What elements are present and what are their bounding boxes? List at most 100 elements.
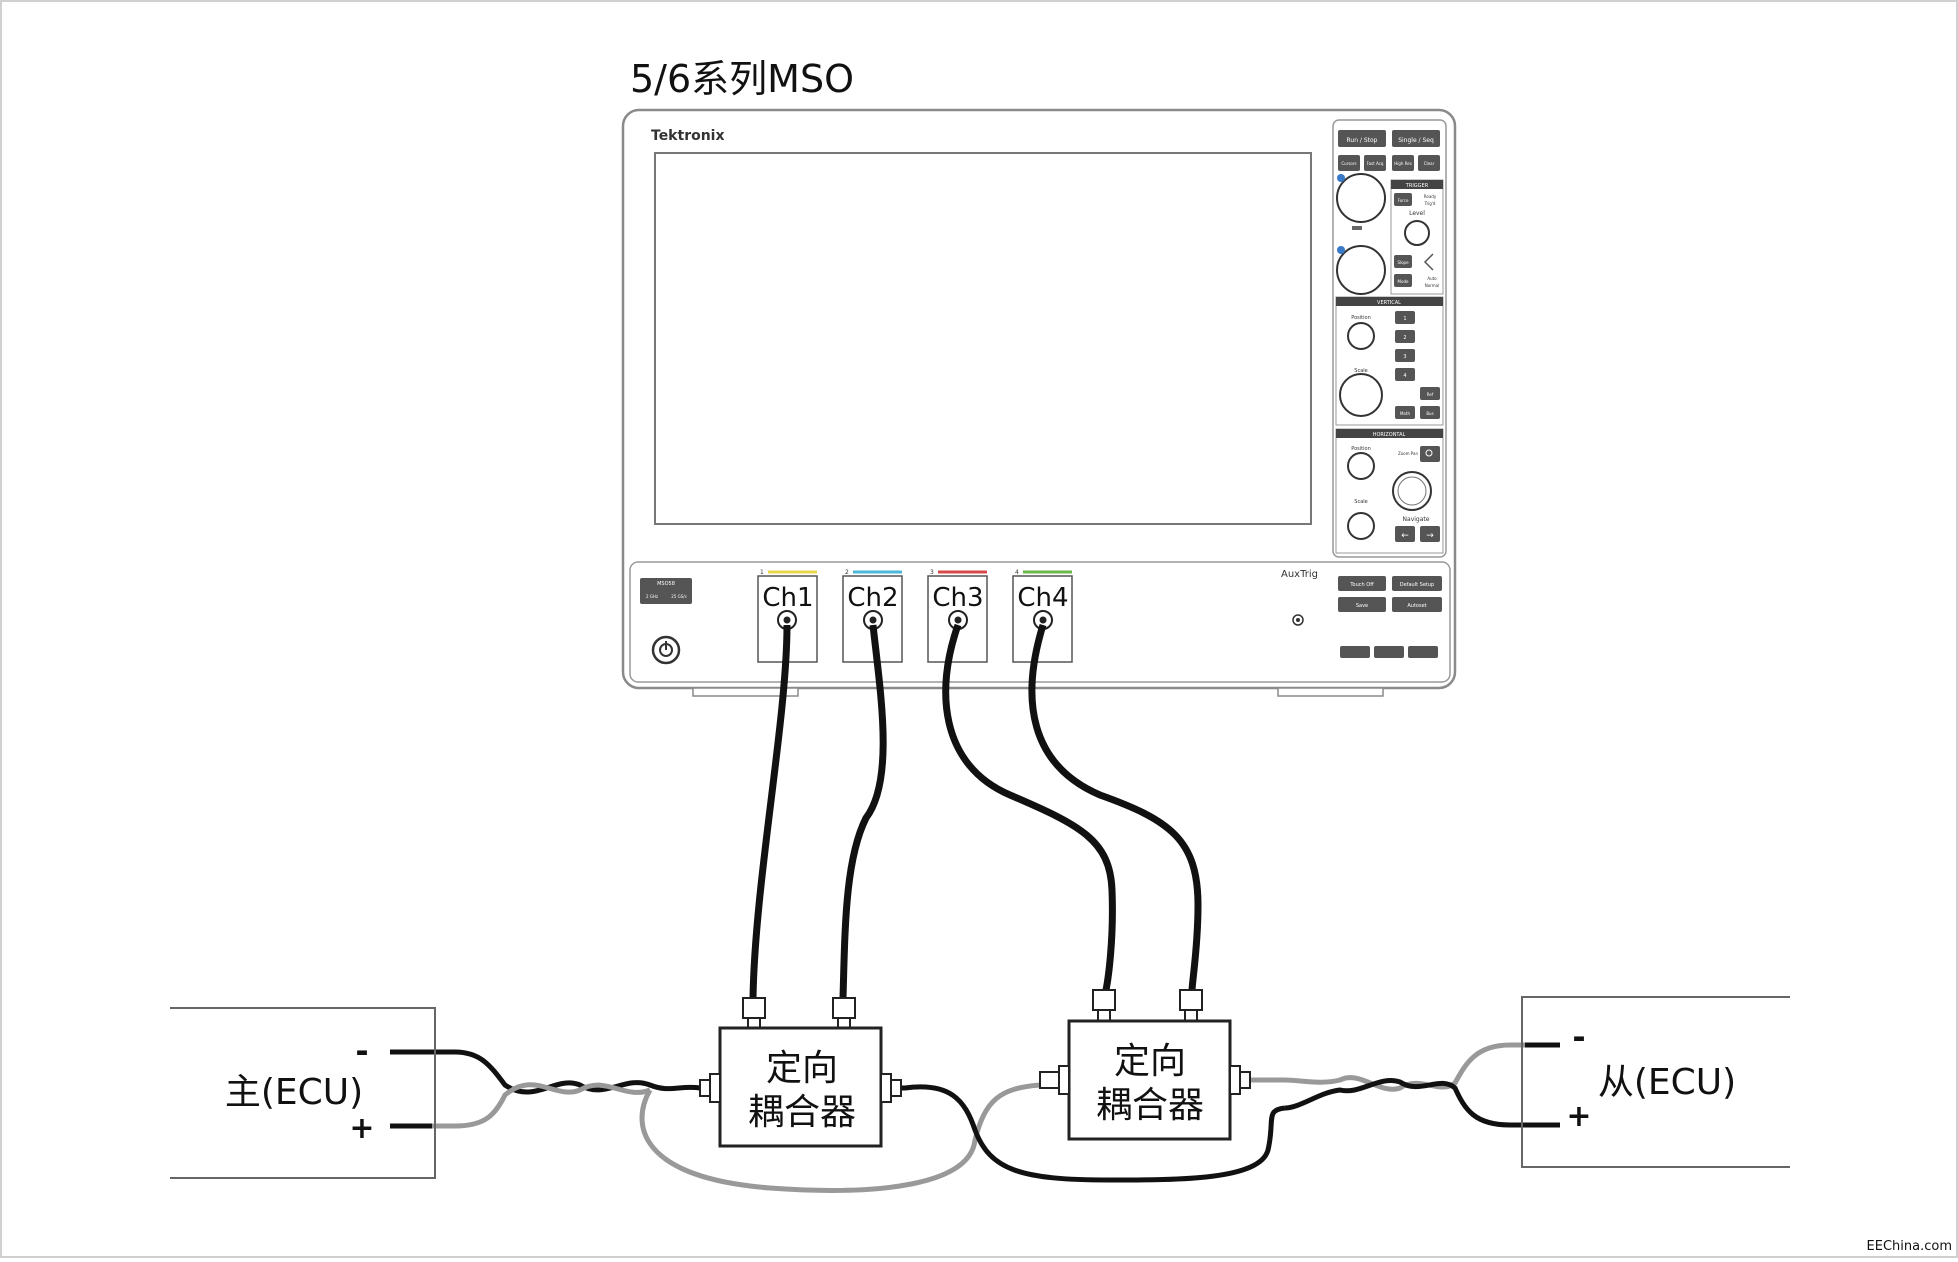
high-res-button[interactable]: High Res — [1392, 155, 1414, 171]
coupler-label-line1: 定向 — [1114, 1041, 1186, 1082]
svg-text:1: 1 — [760, 569, 764, 576]
svg-text:Single / Seq: Single / Seq — [1398, 137, 1434, 144]
channel-label: Ch4 — [1017, 583, 1068, 613]
brand-logo: Tektronix — [651, 128, 725, 144]
horizontal-position-knob[interactable] — [1347, 452, 1375, 480]
directional-coupler-1: 定向 耦合器 — [699, 997, 902, 1148]
navigate-right-button[interactable]: → — [1420, 526, 1440, 542]
power-button[interactable] — [651, 635, 681, 665]
coupler-label-line2: 耦合器 — [748, 1092, 856, 1133]
directional-coupler-2: 定向 耦合器 — [1039, 989, 1251, 1141]
math-button[interactable]: Math — [1395, 406, 1415, 419]
vertical-position-knob[interactable] — [1347, 322, 1375, 350]
master-ecu-label: 主(ECU) — [225, 1072, 363, 1113]
svg-text:1: 1 — [1403, 316, 1406, 322]
svg-text:2 GHz: 2 GHz — [646, 594, 658, 599]
pan-knob[interactable] — [1392, 471, 1432, 511]
touch-off-button[interactable]: Touch Off — [1338, 576, 1386, 591]
bus-wiring — [430, 1042, 1530, 1193]
minus-terminal-label: - — [1572, 1018, 1585, 1056]
svg-text:3: 3 — [930, 569, 934, 576]
watermark: EEChina.com — [1867, 1239, 1952, 1254]
svg-text:4: 4 — [1403, 373, 1406, 379]
usb-port — [1340, 646, 1370, 658]
svg-text:Save: Save — [1356, 603, 1368, 609]
svg-text:Bus: Bus — [1426, 411, 1433, 416]
usb-port — [1374, 646, 1404, 658]
svg-text:Cursors: Cursors — [1341, 161, 1356, 166]
svg-text:High Res: High Res — [1394, 161, 1412, 166]
clear-button[interactable]: Clear — [1418, 155, 1440, 171]
multipurpose-knob-a[interactable] — [1336, 173, 1386, 230]
navigate-left-button[interactable]: ← — [1395, 526, 1415, 542]
ch1-button[interactable]: 1 — [1395, 311, 1415, 324]
trigger-level-knob[interactable] — [1404, 220, 1430, 246]
svg-text:3: 3 — [1403, 354, 1406, 360]
svg-text:MSO58: MSO58 — [657, 581, 675, 587]
vertical-scale-knob[interactable] — [1339, 373, 1383, 417]
mode-button[interactable]: Mode — [1394, 274, 1412, 287]
channel-input-3[interactable]: 3 Ch3 — [927, 569, 988, 663]
force-button[interactable]: Force — [1394, 193, 1412, 206]
svg-text:HORIZONTAL: HORIZONTAL — [1373, 432, 1406, 438]
svg-text:Mode: Mode — [1398, 279, 1409, 284]
diagram-title: 5/6系列MSO — [630, 57, 854, 101]
slave-ecu-label: 从(ECU) — [1598, 1062, 1736, 1103]
probe-cable-ch3 — [942, 623, 1116, 991]
ch3-button[interactable]: 3 — [1395, 349, 1415, 362]
svg-text:←: ← — [1401, 531, 1409, 541]
slave-ecu: - + 从(ECU) — [1521, 996, 1790, 1168]
zoom-button[interactable] — [1420, 446, 1440, 462]
save-button[interactable]: Save — [1338, 597, 1386, 612]
single-seq-button[interactable]: Single / Seq — [1392, 130, 1440, 147]
control-panel: Run / Stop Single / Seq Cursors Fast Acq… — [1332, 119, 1447, 558]
master-ecu: - + 主(ECU) — [170, 1007, 436, 1179]
bus-button[interactable]: Bus — [1420, 406, 1440, 419]
plus-terminal-label: + — [349, 1111, 374, 1146]
aux-trig-connector[interactable] — [1292, 614, 1304, 626]
probe-cable-ch4 — [1028, 623, 1202, 991]
horizontal-scale-knob[interactable] — [1347, 512, 1375, 540]
svg-text:2: 2 — [845, 569, 849, 576]
svg-text:Auto: Auto — [1427, 276, 1437, 281]
svg-text:Zoom Pan: Zoom Pan — [1398, 451, 1418, 456]
scope-screen — [654, 152, 1312, 525]
svg-text:Slope: Slope — [1397, 260, 1409, 265]
ch4-button[interactable]: 4 — [1395, 368, 1415, 381]
svg-text:Position: Position — [1351, 315, 1370, 321]
slope-icon — [1423, 253, 1434, 271]
channel-label: Ch1 — [762, 583, 813, 613]
coupler-label-line1: 定向 — [766, 1048, 838, 1089]
trigger-header — [1391, 180, 1443, 189]
aux-trig-label: AuxTrig — [1281, 569, 1318, 580]
channel-label: Ch3 — [932, 583, 983, 613]
svg-text:Trig'd: Trig'd — [1424, 201, 1436, 206]
ch2-button[interactable]: 2 — [1395, 330, 1415, 343]
horizontal-header — [1336, 429, 1443, 438]
usb-port — [1408, 646, 1438, 658]
fast-acq-button[interactable]: Fast Acq — [1364, 155, 1386, 171]
svg-text:2: 2 — [1403, 335, 1406, 341]
svg-text:Level: Level — [1409, 210, 1425, 217]
svg-text:Ref: Ref — [1427, 392, 1434, 397]
svg-text:TRIGGER: TRIGGER — [1405, 183, 1429, 189]
slope-button[interactable]: Slope — [1394, 255, 1412, 268]
plus-terminal-label: + — [1566, 1099, 1591, 1134]
svg-text:Autoset: Autoset — [1407, 603, 1426, 609]
svg-text:Math: Math — [1400, 411, 1410, 416]
svg-text:Default Setup: Default Setup — [1400, 582, 1434, 588]
probe-cable-ch1 — [749, 624, 791, 999]
cursors-button[interactable]: Cursors — [1338, 155, 1360, 171]
oscilloscope: Tektronix MSO58 2 GHz 25 GS/s 1 Ch1 — [621, 108, 1457, 697]
coupler-label-line2: 耦合器 — [1096, 1085, 1204, 1126]
default-setup-button[interactable]: Default Setup — [1392, 576, 1442, 591]
vertical-header — [1336, 297, 1443, 306]
channel-input-4[interactable]: 4 Ch4 — [1012, 569, 1073, 663]
svg-text:Normal: Normal — [1425, 283, 1439, 288]
svg-text:Scale: Scale — [1354, 499, 1367, 505]
run-stop-button[interactable]: Run / Stop — [1338, 130, 1386, 147]
svg-text:25 GS/s: 25 GS/s — [671, 594, 686, 599]
channel-label: Ch2 — [847, 583, 898, 613]
ref-button[interactable]: Ref — [1420, 387, 1440, 400]
autoset-button[interactable]: Autoset — [1392, 597, 1442, 612]
